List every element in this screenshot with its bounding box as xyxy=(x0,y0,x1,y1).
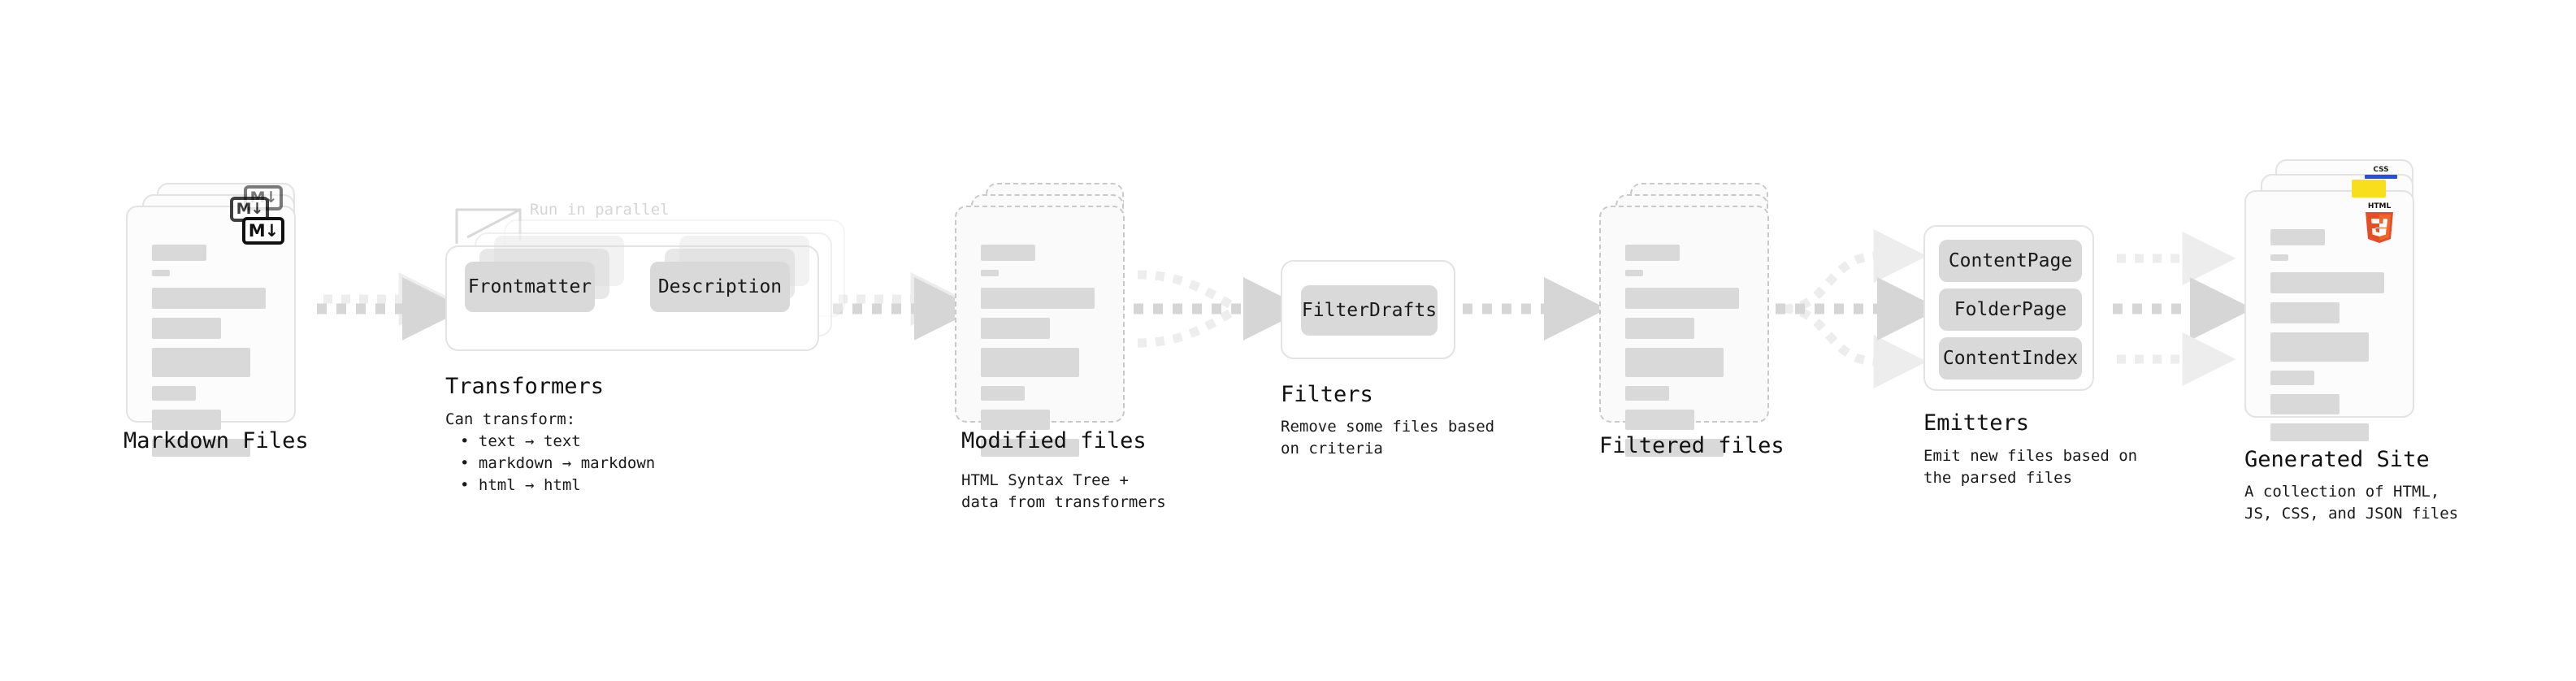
placeholder-bar xyxy=(1625,348,1724,377)
transformers-bullet-0: • text → text xyxy=(460,432,581,450)
placeholder-bar xyxy=(2270,394,2340,414)
placeholder-bar xyxy=(2270,272,2385,293)
js-icon xyxy=(2352,180,2386,197)
placeholder-bar xyxy=(152,410,221,430)
transformer-chip-description[interactable]: Description xyxy=(650,262,790,312)
transformers-group-stack: Frontmatter Description xyxy=(445,219,852,362)
placeholder-bar xyxy=(1625,270,1644,276)
placeholder-bar xyxy=(152,245,207,261)
placeholder-bar xyxy=(2270,302,2340,323)
placeholder-bar xyxy=(152,386,196,401)
css-icon-bar xyxy=(2365,175,2397,179)
placeholder-bar xyxy=(1625,288,1740,309)
stage-title-modified-files: Modified files xyxy=(961,428,1147,453)
generated-site-caption: A collection of HTML, JS, CSS, and JSON … xyxy=(2244,483,2459,523)
stage-title-transformers: Transformers xyxy=(445,374,605,399)
connector-filtered-to-emitters xyxy=(1776,229,1941,388)
site-placeholder-bars xyxy=(2270,229,2392,450)
filtered-sheet-front xyxy=(1599,206,1769,457)
connector-modified-to-filters xyxy=(1134,270,1307,348)
markdown-icon: M↓ xyxy=(242,217,284,245)
placeholder-bar xyxy=(2270,229,2326,245)
emitter-chip-contentindex[interactable]: ContentIndex xyxy=(1939,337,2082,380)
placeholder-bar xyxy=(981,348,1079,377)
css-icon-label: CSS xyxy=(2373,166,2389,174)
filters-caption: Remove some files based on criteria xyxy=(1281,418,1495,458)
markdown-placeholder-bars xyxy=(152,245,273,466)
emitters-box: ContentPage FolderPage ContentIndex xyxy=(1923,225,2094,391)
transformers-caption: Can transform: xyxy=(445,410,576,428)
stage-title-markdown-files: Markdown Files xyxy=(124,428,309,453)
filter-chip-filterdrafts[interactable]: FilterDrafts xyxy=(1301,285,1438,336)
placeholder-bar xyxy=(981,386,1025,401)
placeholder-bar xyxy=(1625,386,1669,401)
placeholder-bar xyxy=(2270,332,2369,362)
css-icon: CSS xyxy=(2365,166,2397,182)
placeholder-bar xyxy=(981,270,1000,276)
filters-box: FilterDrafts xyxy=(1281,260,1455,359)
stage-title-emitters: Emitters xyxy=(1923,410,2030,436)
connector-markdown-to-transformers xyxy=(317,272,466,340)
connector-emitters-to-site xyxy=(2113,232,2253,386)
modified-files-caption: HTML Syntax Tree + data from transformer… xyxy=(961,471,1166,511)
stage-title-filtered-files: Filtered files xyxy=(1599,433,1785,458)
html5-icon-svg: HTML xyxy=(2366,202,2393,243)
placeholder-bar xyxy=(981,288,1095,309)
emitters-caption: Emit new files based on the parsed files xyxy=(1923,447,2138,487)
placeholder-bar xyxy=(1625,410,1694,430)
placeholder-bar xyxy=(152,439,250,457)
filtered-placeholder-bars xyxy=(1625,245,1746,466)
placeholder-bar xyxy=(981,245,1036,261)
html5-icon: HTML xyxy=(2361,200,2398,244)
filtered-files-stack xyxy=(1599,183,1774,457)
emitter-chip-contentpage[interactable]: ContentPage xyxy=(1939,240,2082,282)
placeholder-bar xyxy=(1625,318,1694,339)
placeholder-bar xyxy=(152,348,250,377)
transformers-bullet-1: • markdown → markdown xyxy=(460,454,656,472)
markdown-files-stack: M↓ M↓ M↓ xyxy=(126,183,301,457)
modified-sheet-front xyxy=(955,206,1125,457)
placeholder-bar xyxy=(2270,254,2289,261)
placeholder-bar xyxy=(152,288,267,309)
stage-title-generated-site: Generated Site xyxy=(2244,447,2430,472)
placeholder-bar xyxy=(981,318,1050,339)
placeholder-bar xyxy=(2270,423,2369,441)
placeholder-bar xyxy=(981,410,1050,430)
run-in-parallel-label: Run in parallel xyxy=(530,201,670,219)
svg-text:HTML: HTML xyxy=(2368,202,2392,210)
transformer-chip-frontmatter[interactable]: Frontmatter xyxy=(465,262,595,312)
markdown-sheet-front xyxy=(126,206,296,457)
modified-files-stack xyxy=(955,183,1130,457)
placeholder-bar xyxy=(2270,371,2314,385)
modified-placeholder-bars xyxy=(981,245,1102,466)
emitter-chip-folderpage[interactable]: FolderPage xyxy=(1939,288,2082,331)
placeholder-bar xyxy=(1625,439,1724,457)
stage-title-filters: Filters xyxy=(1281,382,1373,407)
placeholder-bar xyxy=(981,439,1079,457)
generated-site-stack: CSS HTML xyxy=(2244,159,2419,441)
placeholder-bar xyxy=(152,318,221,339)
placeholder-bar xyxy=(152,270,171,276)
placeholder-bar xyxy=(1625,245,1680,261)
transformers-bullet-2: • html → html xyxy=(460,476,581,494)
